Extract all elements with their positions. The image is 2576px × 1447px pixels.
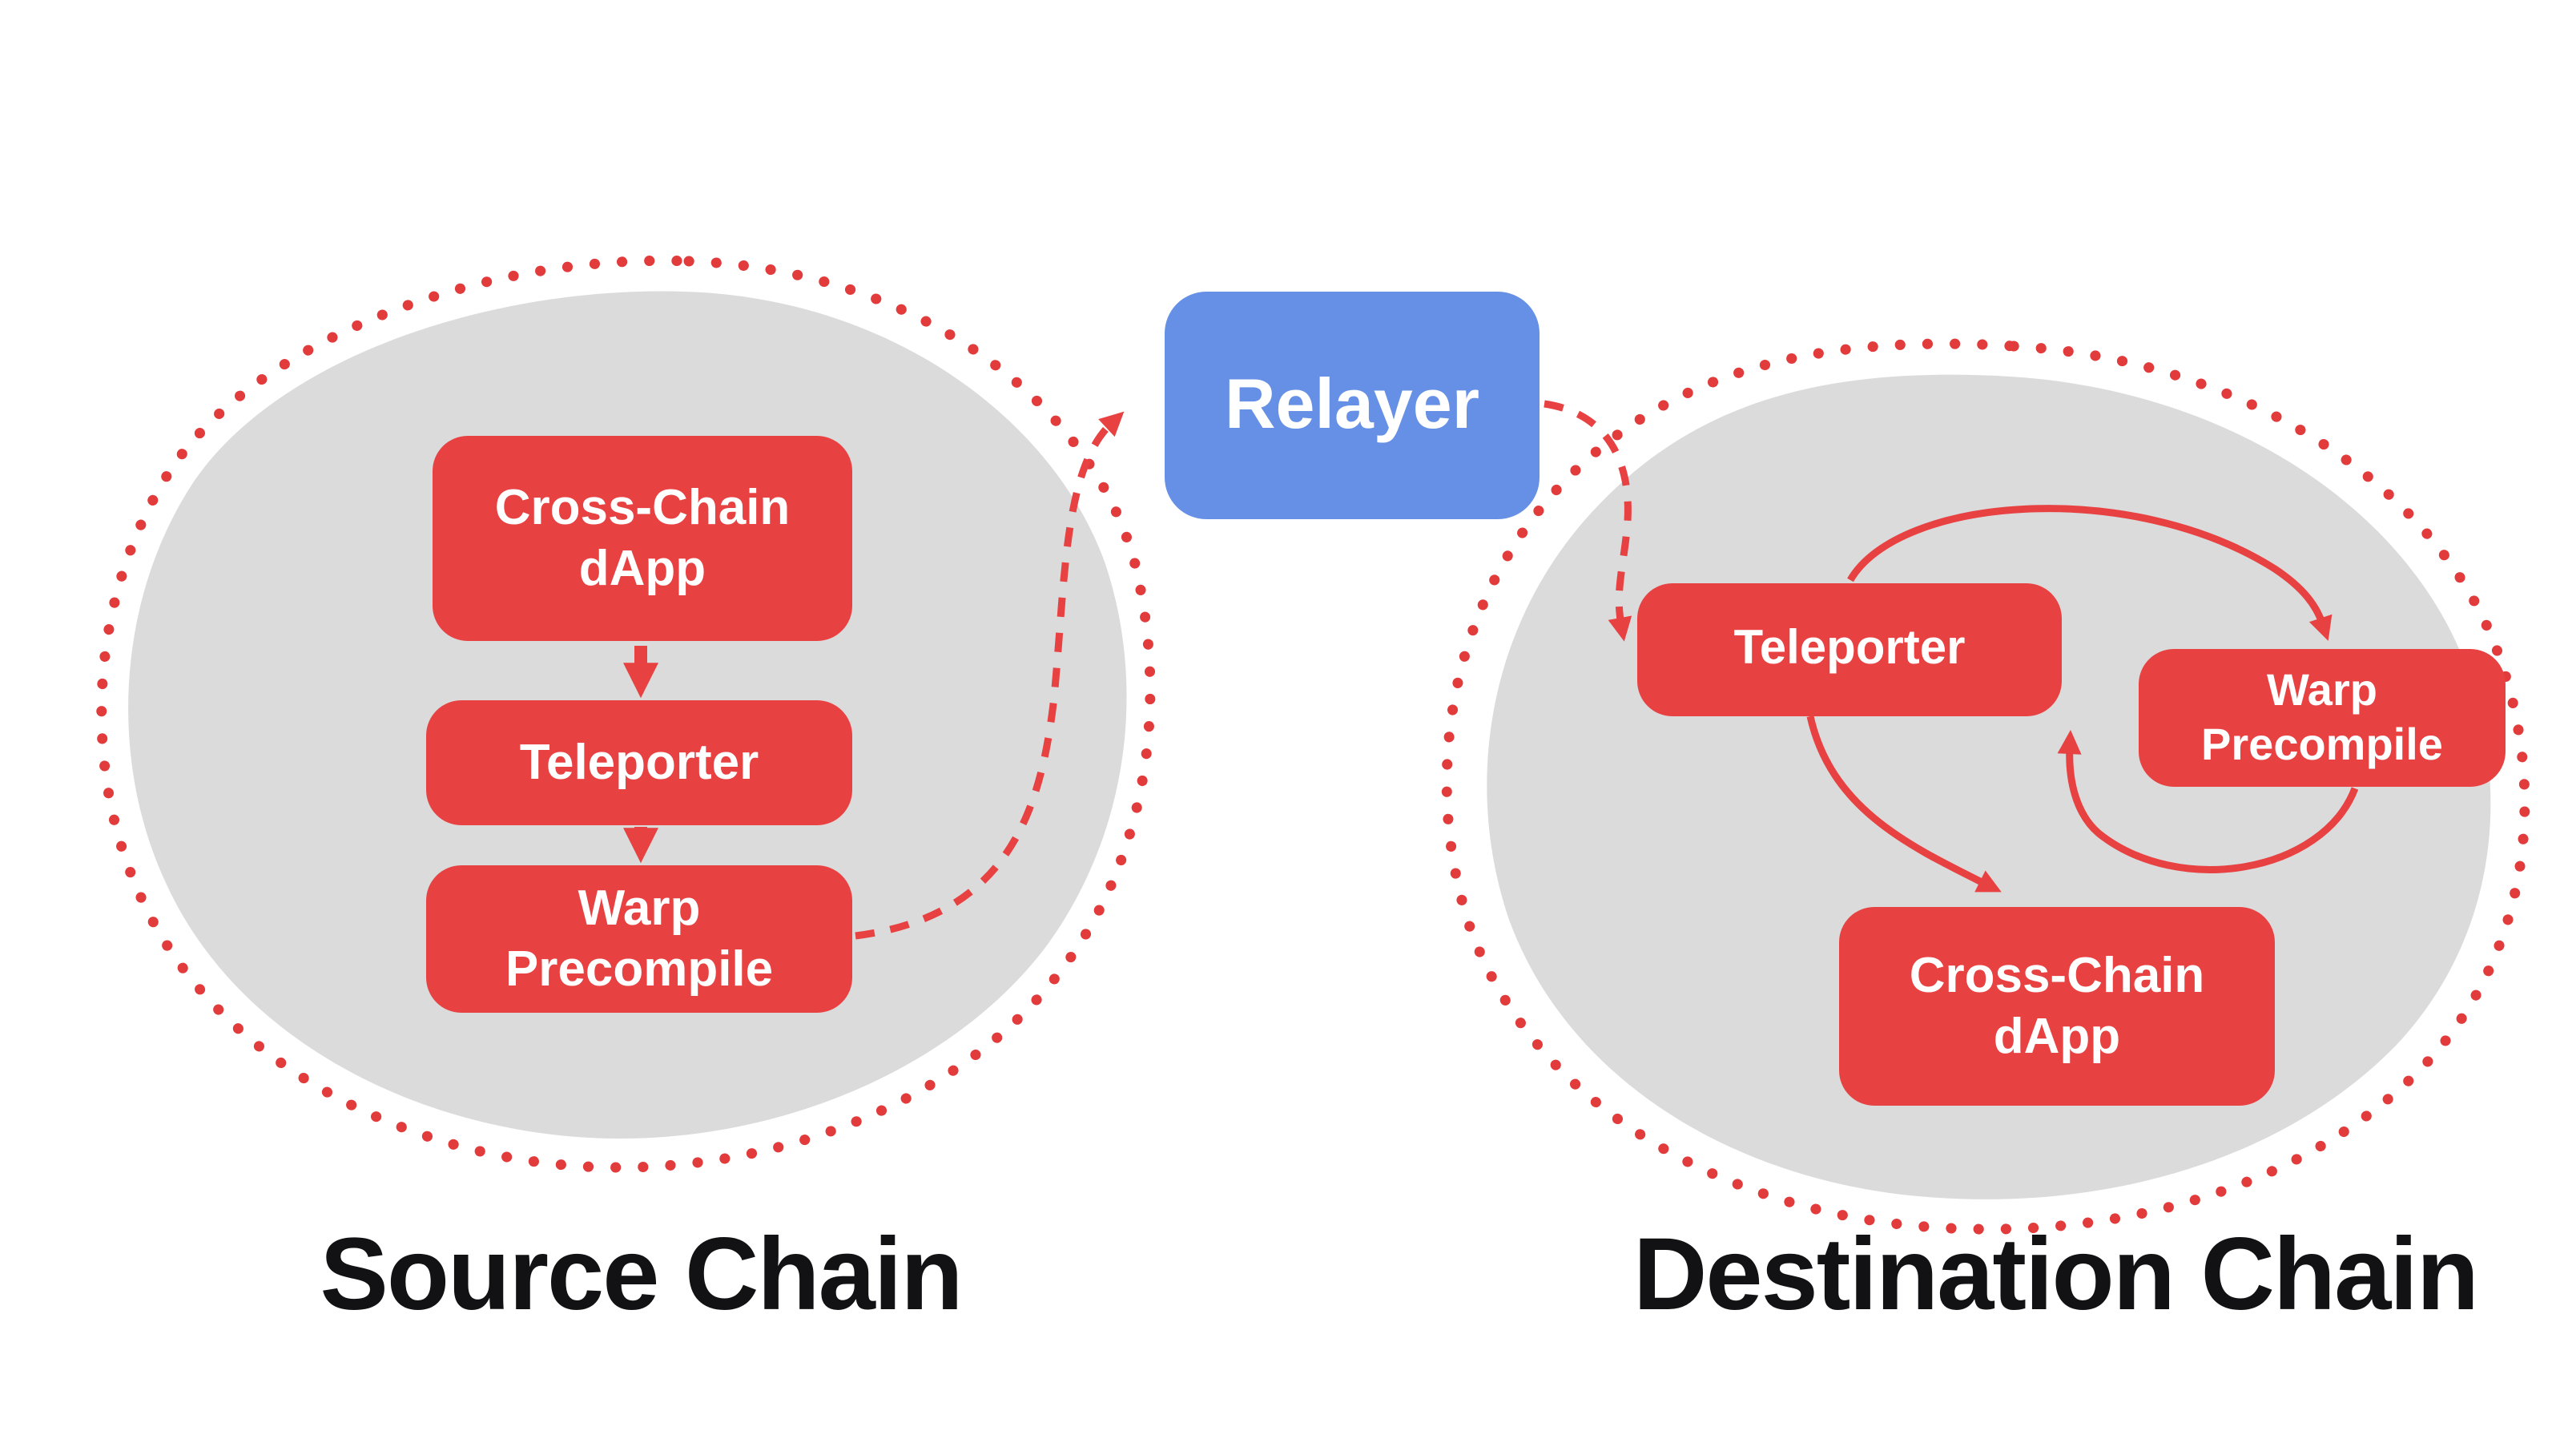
destination-cross-chain-dapp-node: Cross-Chain dApp xyxy=(1839,907,2275,1106)
source-cross-chain-dapp-node: Cross-Chain dApp xyxy=(433,436,852,641)
source-teleporter-node: Teleporter xyxy=(426,700,852,825)
destination-chain-label: Destination Chain xyxy=(1632,1216,2479,1332)
arrow-dst-teleporter-to-warp xyxy=(1847,505,2332,641)
destination-teleporter-node: Teleporter xyxy=(1637,583,2062,716)
relayer-node: Relayer xyxy=(1165,292,1540,519)
arrow-warp-to-relayer xyxy=(855,411,1125,940)
arrow-dst-teleporter-to-dapp xyxy=(1806,715,2002,893)
source-warp-precompile-node: Warp Precompile xyxy=(426,865,852,1013)
destination-warp-precompile-node: Warp Precompile xyxy=(2139,649,2506,787)
destination-chain-dotted-outline xyxy=(1441,338,2530,1235)
arrow-relayer-to-teleporter xyxy=(1544,400,1632,642)
source-chain-dotted-outline xyxy=(96,255,1156,1173)
source-chain-label: Source Chain xyxy=(320,1216,963,1332)
arrow-dst-warp-to-teleporter xyxy=(2057,730,2359,873)
